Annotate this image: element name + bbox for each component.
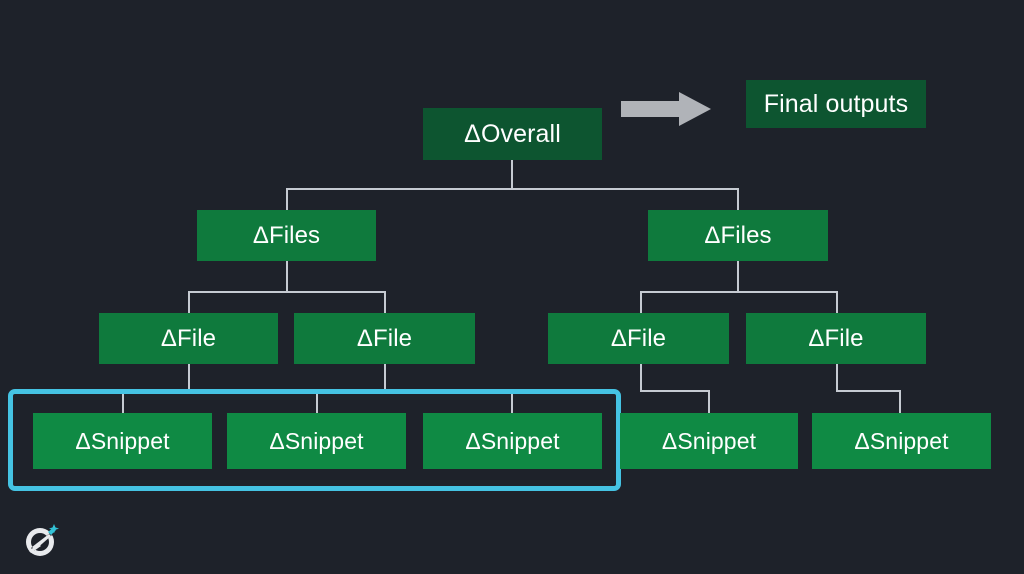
node-delta-snippet-2[interactable]: ΔSnippet <box>227 413 406 469</box>
connector-file-bus-right <box>640 291 837 293</box>
connector-snippet-bus-3 <box>640 390 710 392</box>
connector-file-1-drop <box>188 291 190 314</box>
node-delta-snippet-5[interactable]: ΔSnippet <box>812 413 991 469</box>
node-delta-file-4[interactable]: ΔFile <box>746 313 926 364</box>
connector-file-4-stem <box>836 364 838 391</box>
connector-file-1-stem <box>188 364 190 391</box>
connector-overall-stem <box>511 160 513 189</box>
connector-files-left-stem <box>286 261 288 292</box>
node-delta-overall[interactable]: ΔOverall <box>423 108 602 160</box>
snippet-highlight-box[interactable] <box>8 389 621 491</box>
connector-files-right-stem <box>737 261 739 292</box>
node-delta-snippet-3[interactable]: ΔSnippet <box>423 413 602 469</box>
node-delta-file-1[interactable]: ΔFile <box>99 313 278 364</box>
connector-files-left-drop <box>286 188 288 211</box>
connector-files-right-drop <box>737 188 739 211</box>
connector-snippet-3-drop <box>511 390 513 413</box>
connector-file-2-stem <box>384 364 386 391</box>
right-arrow-icon <box>621 92 711 126</box>
connector-files-bus <box>286 188 738 190</box>
connector-file-3-drop <box>640 291 642 314</box>
connector-snippet-5-drop <box>899 390 901 413</box>
connector-file-4-drop <box>836 291 838 314</box>
connector-file-bus-left <box>188 291 386 293</box>
node-delta-file-2[interactable]: ΔFile <box>294 313 475 364</box>
connector-file-3-stem <box>640 364 642 391</box>
node-delta-file-3[interactable]: ΔFile <box>548 313 729 364</box>
connector-snippet-1-drop <box>122 390 124 413</box>
globe-plane-sparkle-logo <box>18 524 64 560</box>
node-final-outputs[interactable]: Final outputs <box>746 80 926 128</box>
node-delta-snippet-4[interactable]: ΔSnippet <box>620 413 798 469</box>
node-delta-snippet-1[interactable]: ΔSnippet <box>33 413 212 469</box>
node-delta-files-left[interactable]: ΔFiles <box>197 210 376 261</box>
node-delta-files-right[interactable]: ΔFiles <box>648 210 828 261</box>
connector-snippet-2-drop <box>316 390 318 413</box>
connector-snippet-4-drop <box>708 390 710 413</box>
connector-snippet-bus-4 <box>836 390 901 392</box>
connector-file-2-drop <box>384 291 386 314</box>
